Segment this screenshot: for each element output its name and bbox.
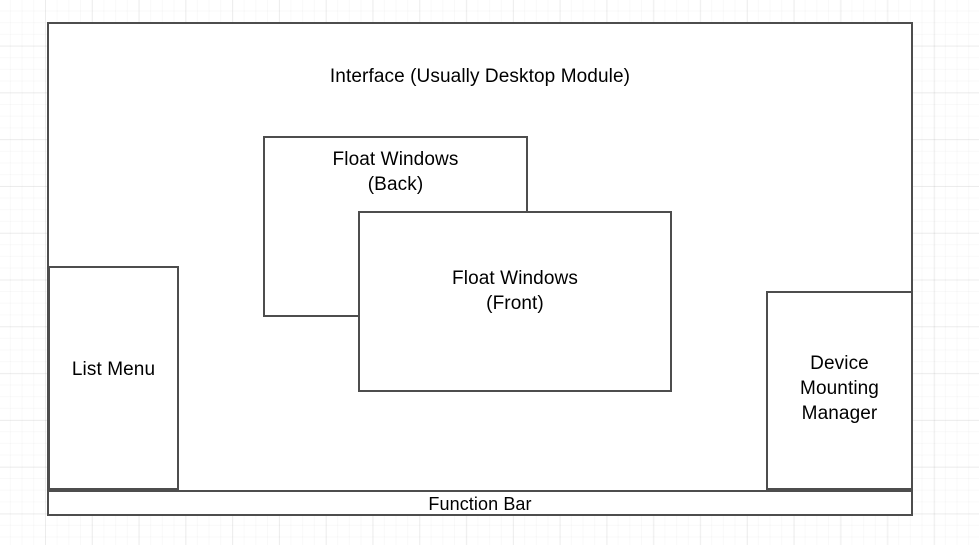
node-label-list-menu: List Menu	[71, 359, 156, 380]
node-label-function-bar: Function Bar	[428, 494, 532, 514]
node-label-float-window-back: Float Windows (Back)	[332, 149, 459, 195]
node-float-window-front[interactable]: Float Windows (Front)	[358, 211, 672, 392]
node-label-float-window-front: Float Windows (Front)	[452, 268, 578, 314]
node-label-device-mounting-manager: Device Mounting Manager	[800, 353, 879, 424]
node-device-mounting-manager[interactable]: Device Mounting Manager	[766, 291, 913, 490]
node-list-menu[interactable]: List Menu	[48, 266, 179, 490]
node-function-bar[interactable]: Function Bar	[47, 490, 913, 516]
node-label-interface: Interface (Usually Desktop Module)	[329, 66, 631, 87]
